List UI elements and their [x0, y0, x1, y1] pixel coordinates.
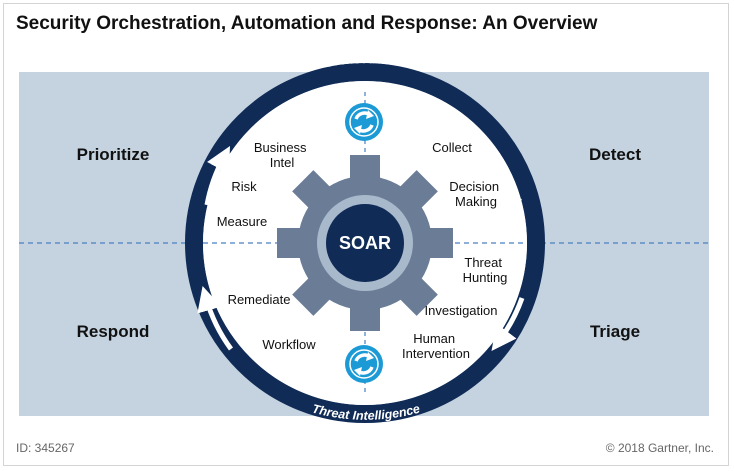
quadrant-respond: Respond	[77, 322, 150, 341]
label-measure: Measure	[217, 214, 268, 229]
ring-label-orchestration: Orchestration	[323, 52, 409, 70]
page-title: Security Orchestration, Automation and R…	[16, 13, 598, 34]
label-remediate: Remediate	[228, 292, 291, 307]
label-decision-making: Decision Making	[449, 179, 502, 209]
arrow-top-right	[482, 156, 522, 227]
outer-ring	[185, 63, 545, 423]
quadrant-triage: Triage	[590, 322, 640, 341]
sync-arrows-icon	[345, 103, 383, 141]
soar-label: SOAR	[339, 233, 391, 253]
arrow-bottom-left	[197, 285, 234, 351]
sync-arrows-icon	[345, 345, 383, 383]
soar-core	[326, 204, 404, 282]
label-business-intel: Business Intel	[254, 140, 310, 170]
copyright: © 2018 Gartner, Inc.	[605, 441, 714, 455]
ring-label-threat-intelligence: Threat Intelligence	[311, 402, 422, 423]
arrow-bottom-right	[491, 297, 525, 351]
label-human-intervention: Human Intervention	[402, 331, 470, 361]
label-risk: Risk	[231, 179, 257, 194]
label-workflow: Workflow	[262, 337, 316, 352]
figure-id: ID: 345267	[16, 441, 75, 455]
label-threat-hunting: Threat Hunting	[463, 255, 508, 285]
arrow-top-left	[204, 146, 230, 206]
quadrant-prioritize: Prioritize	[77, 145, 150, 164]
label-investigation: Investigation	[425, 303, 498, 318]
quadrant-detect: Detect	[589, 145, 641, 164]
label-collect: Collect	[432, 140, 472, 155]
